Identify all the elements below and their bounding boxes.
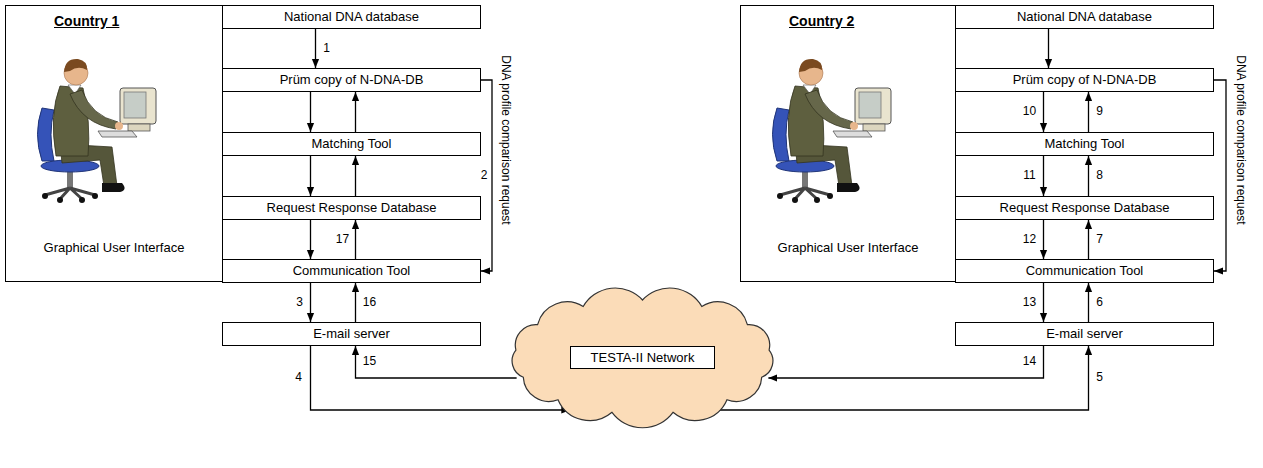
box-label: Request Response Database — [1000, 200, 1170, 216]
vertical-note: DNA profile comparison request — [499, 55, 513, 224]
interface-caption: Graphical User Interface — [6, 240, 222, 255]
step-number: 9 — [1095, 105, 1104, 119]
step-number: 17 — [335, 233, 350, 247]
box-label: National DNA database — [1017, 9, 1152, 25]
system-box: E-mail server — [222, 322, 481, 346]
system-box: Matching Tool — [222, 132, 481, 156]
step-number: 10 — [1022, 105, 1037, 119]
connector-arrow — [310, 92, 311, 132]
connector-arrow — [310, 283, 311, 322]
box-label: Matching Tool — [312, 136, 392, 152]
step-number: 3 — [295, 296, 304, 310]
connector-arrow — [355, 156, 356, 196]
system-box: National DNA database — [222, 5, 481, 29]
connector-arrow — [1088, 220, 1089, 259]
connector-arrow — [1088, 92, 1089, 132]
step-number: 7 — [1095, 233, 1104, 247]
connector-arrow — [1214, 80, 1226, 271]
system-box: Prüm copy of N-DNA-DB — [955, 68, 1214, 92]
system-box: Request Response Database — [222, 196, 481, 220]
connector-arrow — [1043, 220, 1044, 259]
connector-arrow — [1043, 92, 1044, 132]
person-illustration — [38, 59, 157, 203]
step-number: 8 — [1095, 169, 1104, 183]
connector-arrow — [315, 29, 316, 68]
cloud-outline — [512, 288, 773, 428]
step-number: 13 — [1022, 296, 1037, 310]
connector-arrow — [1088, 283, 1089, 322]
step-number: 2 — [480, 169, 489, 183]
step-number: 14 — [1022, 355, 1037, 369]
step-number: 4 — [294, 371, 303, 385]
system-box: Communication Tool — [955, 259, 1214, 283]
connector-arrow — [768, 346, 1043, 378]
system-box: Prüm copy of N-DNA-DB — [222, 68, 481, 92]
country-panel: Country 2 Graphical User Interface — [740, 5, 956, 282]
connector-arrow — [310, 220, 311, 259]
connector-arrow — [310, 156, 311, 196]
connector-arrow — [1048, 29, 1049, 68]
system-box: National DNA database — [955, 5, 1214, 29]
connector-arrow — [1088, 156, 1089, 196]
step-number: 5 — [1095, 371, 1104, 385]
connector-arrow — [356, 346, 517, 378]
step-number: 6 — [1095, 296, 1104, 310]
country-heading: Country 2 — [789, 13, 854, 29]
box-label: E-mail server — [1046, 326, 1123, 342]
box-label: Communication Tool — [1026, 263, 1144, 279]
box-label: National DNA database — [284, 9, 419, 25]
box-label: Matching Tool — [1045, 136, 1125, 152]
system-box: Request Response Database — [955, 196, 1214, 220]
step-number: 16 — [362, 296, 377, 310]
box-label: E-mail server — [313, 326, 390, 342]
interface-caption: Graphical User Interface — [741, 240, 955, 255]
step-number: 1 — [322, 42, 331, 56]
connector-arrow — [355, 92, 356, 132]
network-label: TESTA-II Network — [570, 346, 716, 369]
system-box: Matching Tool — [955, 132, 1214, 156]
box-label: Prüm copy of N-DNA-DB — [1013, 72, 1157, 88]
connector-arrow — [355, 283, 356, 322]
connector-arrow — [355, 220, 356, 259]
network-cloud: TESTA-II Network — [495, 282, 790, 432]
connector-arrow — [1043, 283, 1044, 322]
vertical-note: DNA profile comparison request — [1234, 55, 1248, 224]
country-heading: Country 1 — [54, 13, 119, 29]
step-number: 12 — [1022, 233, 1037, 247]
country-panel: Country 1 Graphical User Interface — [5, 5, 223, 282]
system-box: E-mail server — [955, 322, 1214, 346]
step-number: 11 — [1022, 169, 1036, 183]
connector-arrow — [1043, 156, 1044, 196]
box-label: Communication Tool — [293, 263, 411, 279]
person-illustration — [773, 59, 892, 203]
step-number: 15 — [362, 355, 377, 369]
box-label: Request Response Database — [267, 200, 437, 216]
system-box: Communication Tool — [222, 259, 481, 283]
box-label: Prüm copy of N-DNA-DB — [280, 72, 424, 88]
